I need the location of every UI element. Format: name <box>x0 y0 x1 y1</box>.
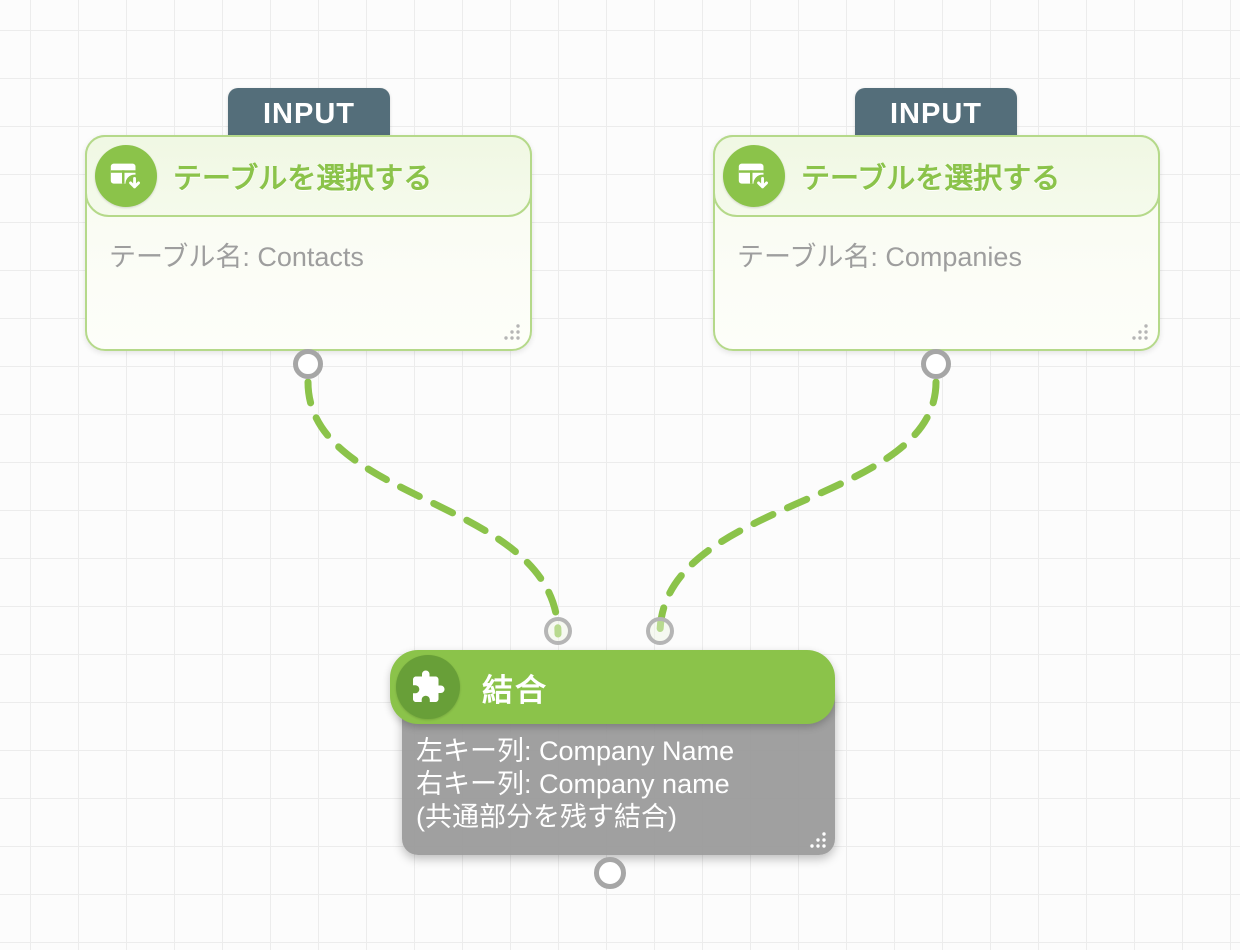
join-node-header[interactable]: 結合 <box>390 650 835 724</box>
input-left-output-port[interactable] <box>293 349 323 379</box>
join-right-key: 右キー列: Company name <box>416 769 730 799</box>
join-input-port-left[interactable] <box>544 617 572 645</box>
input-left-tab: INPUT <box>228 88 390 140</box>
input-node-table-name: テーブル名: Contacts <box>109 242 364 272</box>
input-node-companies[interactable]: テーブルを選択する テーブル名: Companies <box>713 135 1160 351</box>
input-node-table-name: テーブル名: Companies <box>737 242 1022 272</box>
resize-handle-icon[interactable] <box>1131 323 1149 341</box>
resize-handle-icon[interactable] <box>809 831 827 849</box>
input-right-output-port[interactable] <box>921 349 951 379</box>
table-select-icon <box>95 145 157 207</box>
join-type: (共通部分を残す結合) <box>416 802 677 832</box>
connection-right[interactable] <box>656 378 940 638</box>
input-node-header: テーブルを選択する <box>713 135 1160 217</box>
resize-handle-icon[interactable] <box>503 323 521 341</box>
input-node-title: テーブルを選択する <box>173 163 433 195</box>
join-output-port[interactable] <box>594 857 626 889</box>
join-left-key: 左キー列: Company Name <box>416 736 735 766</box>
table-select-icon <box>723 145 785 207</box>
input-node-header: テーブルを選択する <box>85 135 532 217</box>
input-node-contacts[interactable]: テーブルを選択する テーブル名: Contacts <box>85 135 532 351</box>
join-node-title: 結合 <box>482 672 548 708</box>
puzzle-icon <box>396 655 460 719</box>
connection-left[interactable] <box>304 378 562 638</box>
input-right-tab: INPUT <box>855 88 1017 140</box>
join-input-port-right[interactable] <box>646 617 674 645</box>
input-node-title: テーブルを選択する <box>801 163 1061 195</box>
